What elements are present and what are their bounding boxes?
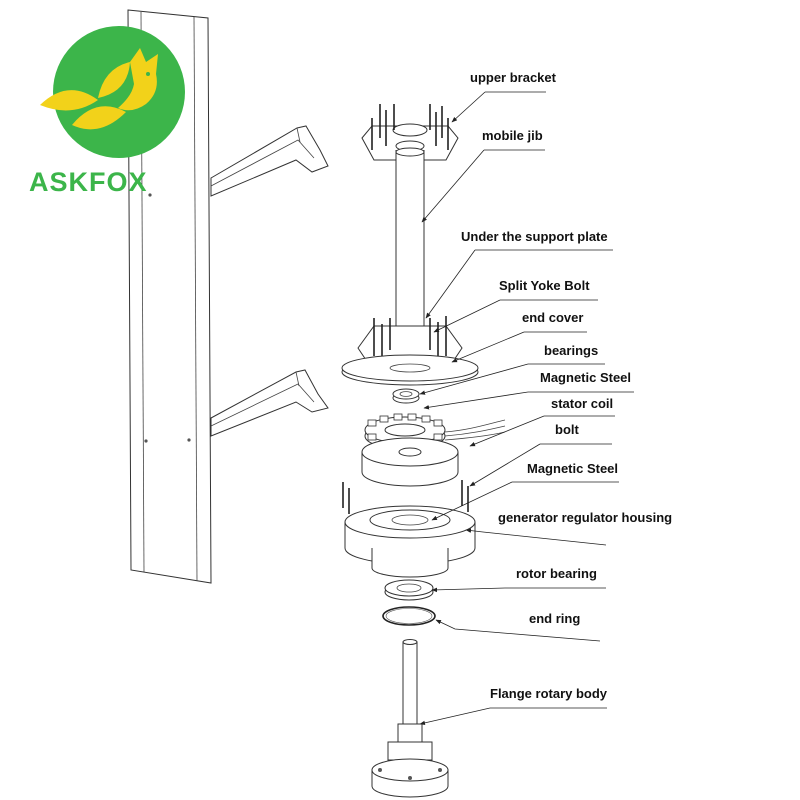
label-rotor-bearing: rotor bearing <box>516 566 597 581</box>
callout-bolt: bolt <box>469 422 612 487</box>
magnetic-rotor-part <box>361 437 459 487</box>
generator-housing-part <box>344 505 476 578</box>
callout-upper-bracket: upper bracket <box>451 70 557 123</box>
end-cover-part <box>341 354 479 386</box>
upper-bracket-part <box>361 104 459 161</box>
label-bearings: bearings <box>544 343 598 358</box>
label-bolt: bolt <box>555 422 579 437</box>
label-stator-coil: stator coil <box>551 396 613 411</box>
label-end-ring: end ring <box>529 611 580 626</box>
callout-split-yoke-bolt: Split Yoke Bolt <box>433 278 598 333</box>
brand-name: ASKFOX <box>29 167 148 197</box>
label-flange-rotary-body: Flange rotary body <box>490 686 608 701</box>
label-mobile-jib: mobile jib <box>482 128 543 143</box>
flange-rotary-body-part <box>371 639 449 798</box>
callout-bearings: bearings <box>419 343 605 395</box>
fox-leaf-logo-icon <box>40 48 158 130</box>
turbine-blade <box>127 9 212 584</box>
center-assembly <box>341 104 506 798</box>
callout-support-plate: Under the support plate <box>425 229 613 319</box>
callout-magnetic-steel-2: Magnetic Steel <box>431 461 619 521</box>
callout-mobile-jib: mobile jib <box>421 128 545 223</box>
label-magnetic-steel-2: Magnetic Steel <box>527 461 618 476</box>
upper-blade-arm <box>210 125 329 197</box>
end-ring-part <box>382 606 436 626</box>
callout-magnetic-steel-1: Magnetic Steel <box>423 370 634 410</box>
callout-end-ring: end ring <box>435 611 601 642</box>
mobile-jib-part <box>395 147 425 331</box>
callout-flange-rotary-body: Flange rotary body <box>419 686 608 726</box>
label-magnetic-steel-1: Magnetic Steel <box>540 370 631 385</box>
callout-rotor-bearing: rotor bearing <box>431 566 606 593</box>
rotor-bearing-part <box>384 579 434 601</box>
callout-generator-housing: generator regulator housing <box>465 510 672 546</box>
bearings-part <box>392 388 420 404</box>
label-upper-bracket: upper bracket <box>470 70 557 85</box>
label-support-plate: Under the support plate <box>461 229 608 244</box>
callout-stator-coil: stator coil <box>469 396 615 447</box>
label-split-yoke-bolt: Split Yoke Bolt <box>499 278 590 293</box>
bolts-part <box>342 480 469 514</box>
callout-end-cover: end cover <box>451 310 587 363</box>
label-end-cover: end cover <box>522 310 583 325</box>
askfox-logo: ASKFOX <box>29 26 185 197</box>
label-generator-housing: generator regulator housing <box>498 510 672 525</box>
lower-blade-arm <box>210 369 329 437</box>
